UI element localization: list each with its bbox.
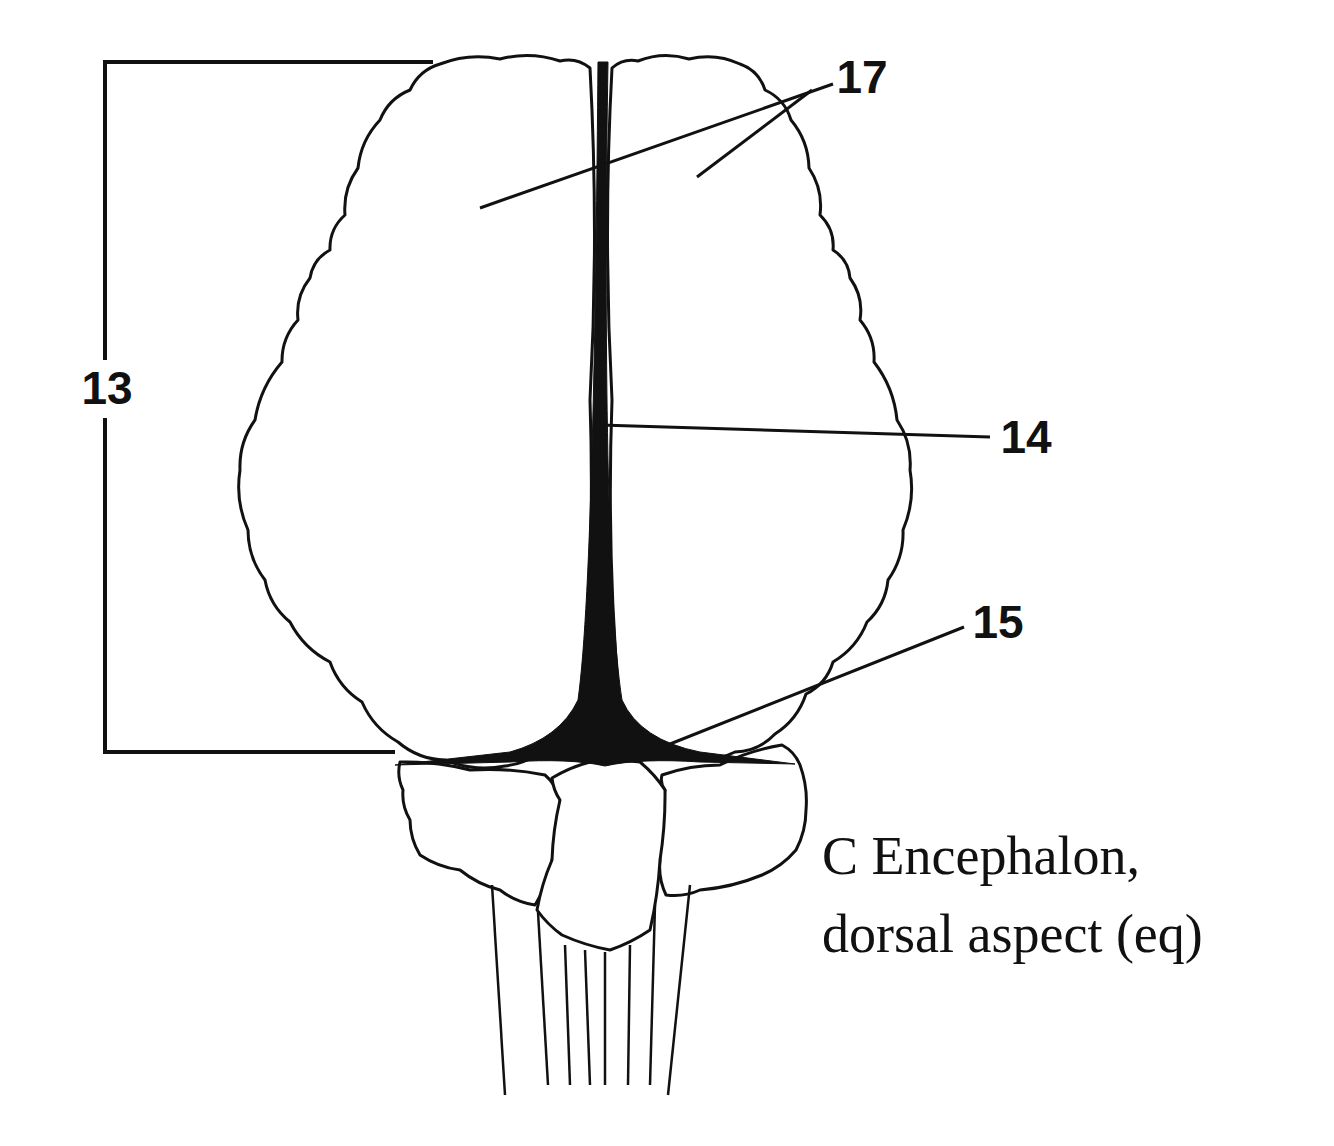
brainstem-line xyxy=(628,945,630,1085)
brainstem-line xyxy=(492,885,505,1095)
callout-number: 13 xyxy=(81,365,132,411)
leader-lines xyxy=(480,84,990,748)
dimension-bracket xyxy=(105,62,433,752)
callout-number: 17 xyxy=(836,54,887,100)
cerebellar-vermis xyxy=(537,761,665,951)
leader-line xyxy=(600,425,990,437)
cerebellar-hemisphere xyxy=(659,745,806,896)
cerebral-hemisphere xyxy=(608,55,912,760)
brain-outline xyxy=(239,55,912,950)
callout-number: 15 xyxy=(972,599,1023,645)
leader-line xyxy=(697,90,812,177)
brainstem-line xyxy=(604,952,607,1085)
brainstem-line xyxy=(585,950,590,1085)
brainstem-line xyxy=(668,885,690,1095)
brainstem xyxy=(492,885,690,1095)
leader-line xyxy=(480,84,833,208)
figure-caption: C Encephalon, dorsal aspect (eq) xyxy=(822,817,1252,974)
brainstem-line xyxy=(538,912,548,1085)
brainstem-line xyxy=(565,945,570,1085)
callout-number: 14 xyxy=(1000,414,1051,460)
cerebellar-hemisphere xyxy=(399,762,560,905)
leader-line xyxy=(660,627,964,748)
cerebral-hemisphere xyxy=(239,55,595,768)
brainstem-line xyxy=(650,905,655,1085)
